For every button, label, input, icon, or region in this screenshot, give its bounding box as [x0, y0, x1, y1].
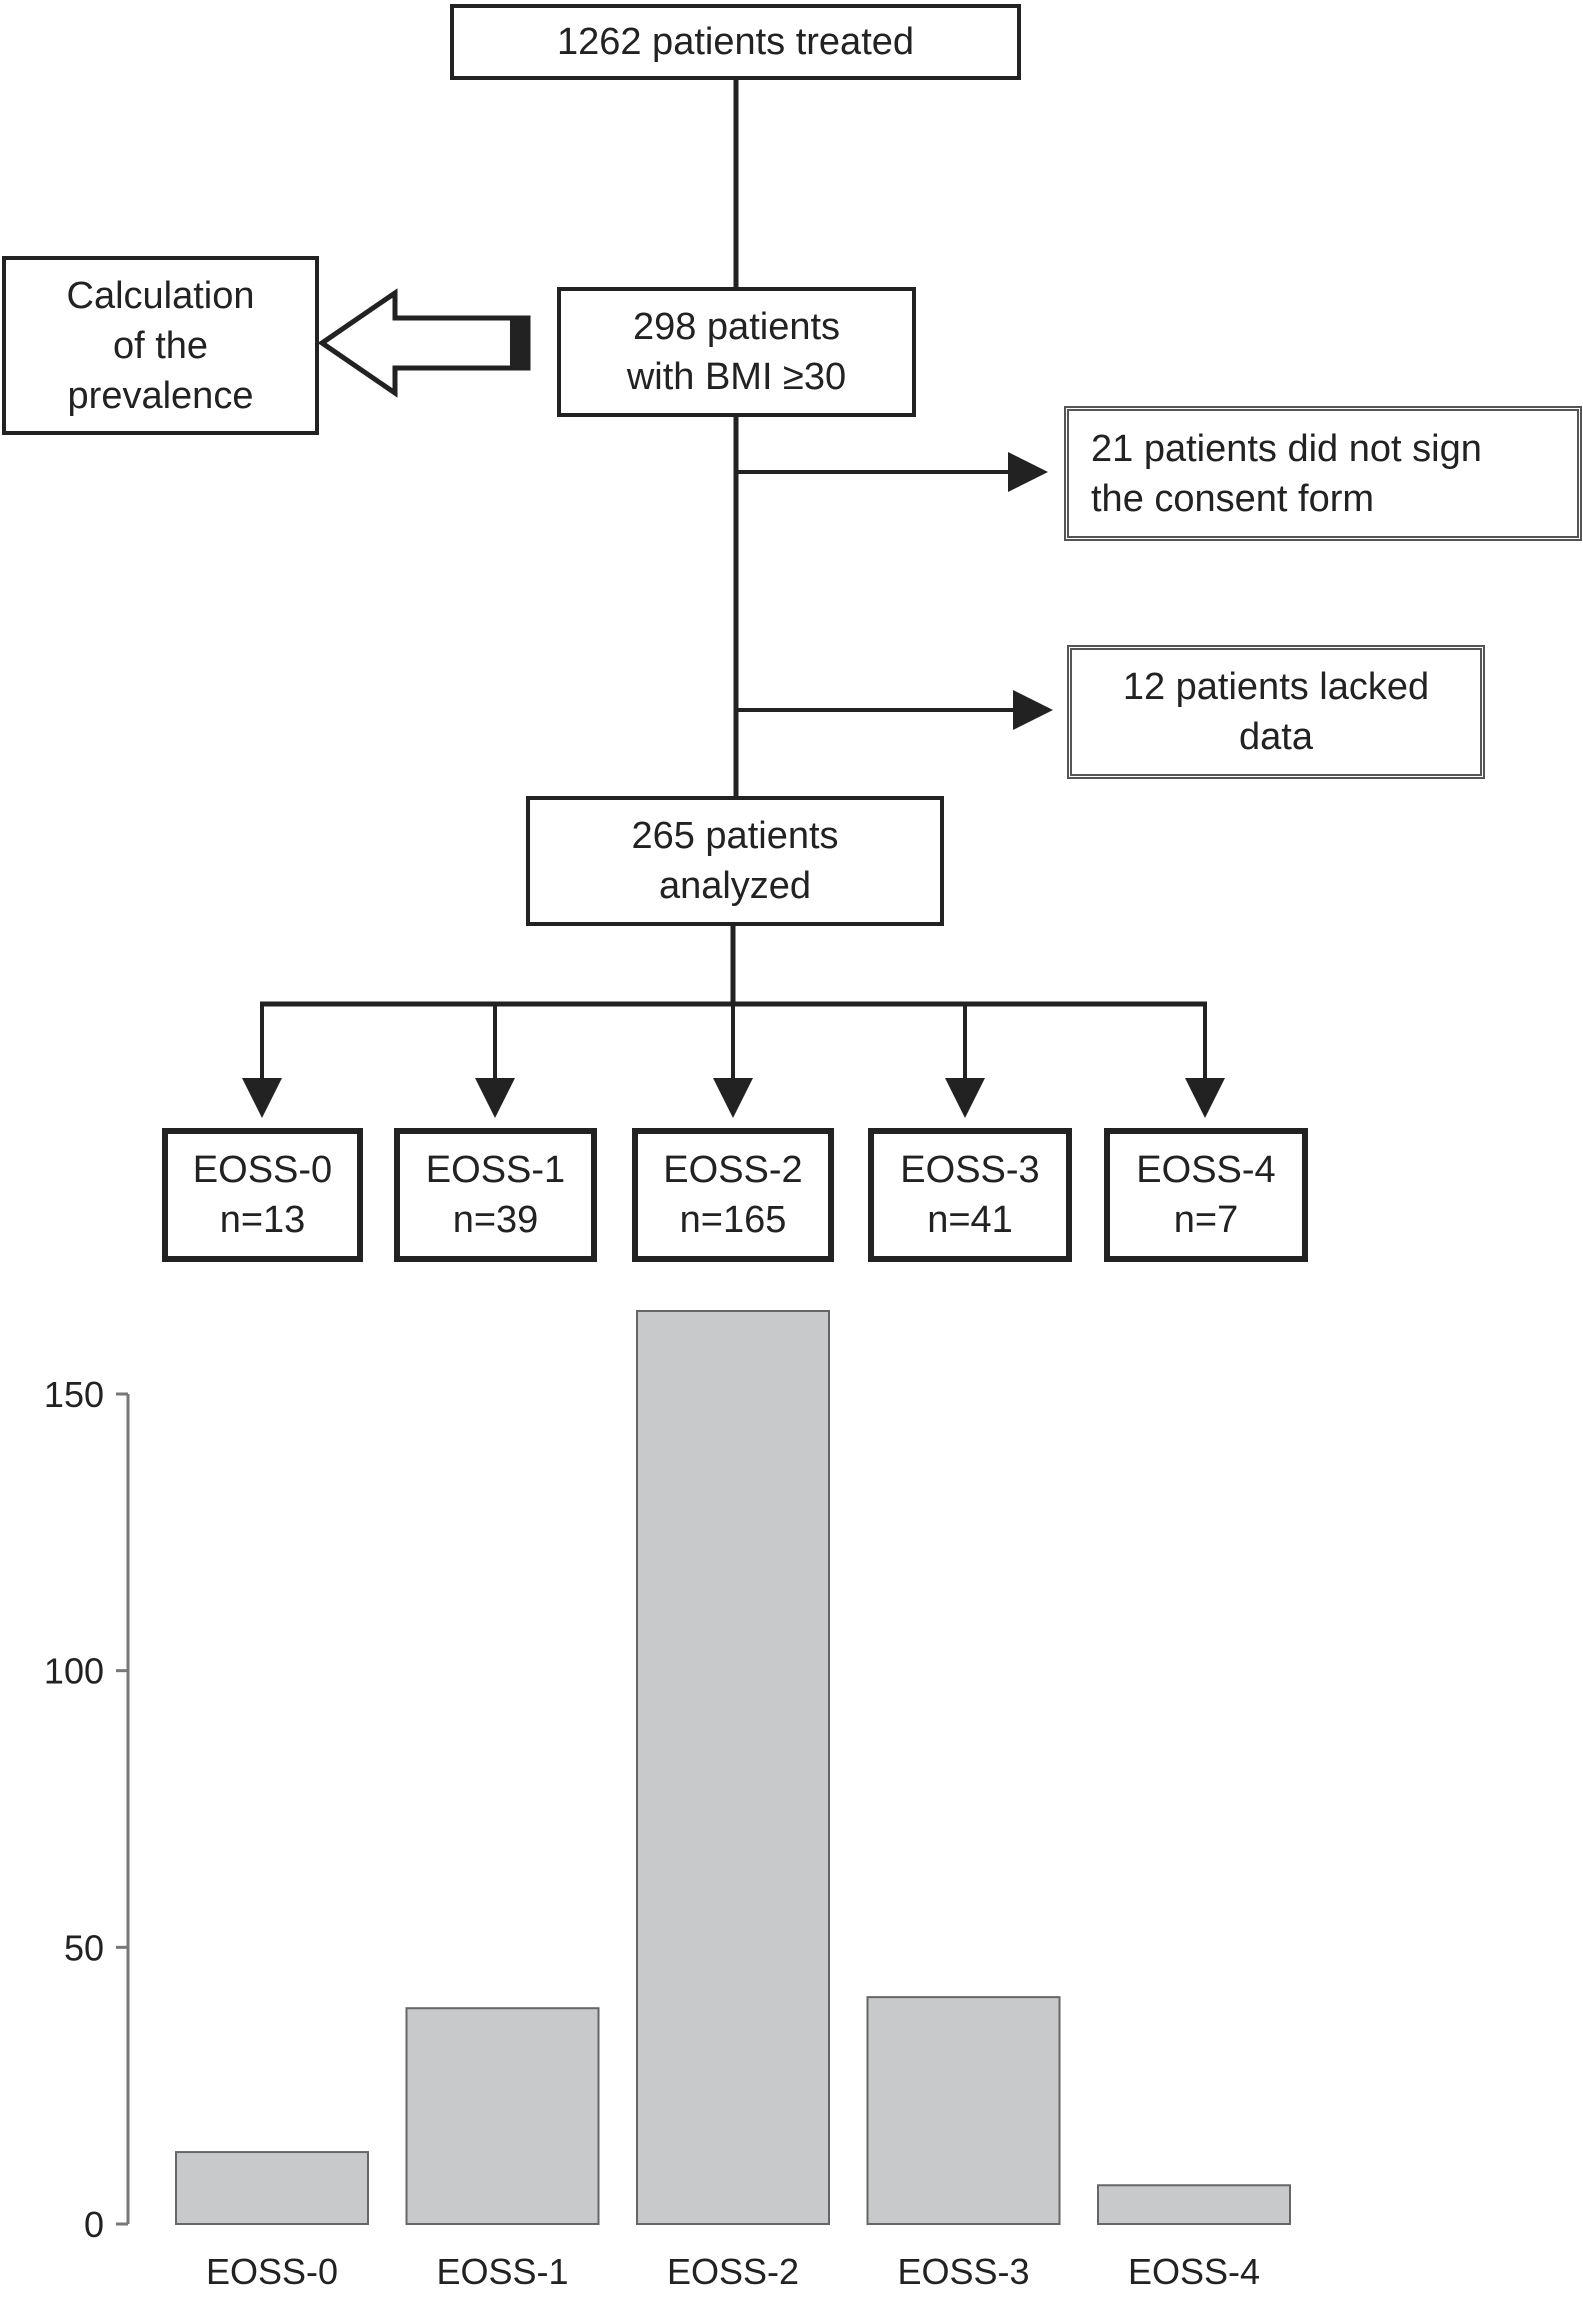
y-tick-label: 0	[84, 2204, 104, 2245]
x-tick-label: EOSS-4	[1128, 2251, 1260, 2292]
y-tick-label: 150	[44, 1374, 104, 1415]
consent-line-2: the consent form	[1091, 477, 1375, 520]
eoss-0-label: EOSS-0	[192, 1149, 333, 1191]
eoss-3-count: n=41	[927, 1199, 1013, 1241]
analyzed-line-1: 265 patients	[631, 815, 839, 857]
flowchart: 1262 patients treated 298 patients with …	[2, 4, 1582, 1262]
x-tick-label: EOSS-1	[436, 2251, 568, 2292]
box-excluded-data: 12 patients lacked data	[1067, 645, 1485, 779]
patients-treated-text: 1262 patients treated	[556, 21, 915, 63]
x-tick-label: EOSS-2	[667, 2251, 799, 2292]
box-analyzed: 265 patients analyzed	[526, 796, 944, 926]
eoss-0-count: n=13	[219, 1199, 306, 1241]
box-prevalence: Calculation of the prevalence	[2, 256, 319, 435]
box-excluded-consent: 21 patients did not sign the consent for…	[1064, 406, 1582, 541]
y-tick-label: 100	[44, 1651, 104, 1692]
box-eoss-4: EOSS-4 n=7	[1104, 1128, 1308, 1262]
eoss-3-label: EOSS-3	[900, 1149, 1040, 1191]
eoss-1-count: n=39	[452, 1199, 539, 1241]
box-eoss-0: EOSS-0 n=13	[162, 1128, 363, 1262]
consent-line-1: 21 patients did not sign	[1091, 427, 1482, 470]
box-eoss-1: EOSS-1 n=39	[394, 1128, 597, 1262]
bar-eoss-4	[1097, 2184, 1291, 2225]
analyzed-line-2: analyzed	[658, 865, 812, 907]
eoss-4-label: EOSS-4	[1136, 1149, 1276, 1191]
prevalence-arrow-tail	[510, 318, 530, 368]
box-bmi-patients: 298 patients with BMI ≥30	[557, 287, 916, 417]
eoss-1-label: EOSS-1	[425, 1149, 566, 1191]
y-tick-label: 50	[64, 1927, 104, 1968]
prevalence-line-2: of the	[112, 324, 209, 367]
bar-eoss-0	[175, 2151, 369, 2225]
lacked-data-line-1: 12 patients lacked	[1122, 666, 1430, 708]
x-tick-label: EOSS-3	[897, 2251, 1029, 2292]
bar-eoss-3	[866, 1996, 1061, 2226]
x-tick-label: EOSS-0	[206, 2251, 338, 2292]
eoss-4-count: n=7	[1173, 1199, 1239, 1241]
flowchart-connectors	[242, 78, 1225, 1118]
bmi-line-2: with BMI ≥30	[626, 356, 847, 398]
prevalence-line-3: prevalence	[67, 374, 254, 417]
bar-eoss-1	[405, 2007, 600, 2226]
eoss-2-label: EOSS-2	[663, 1149, 803, 1191]
bar-eoss-2	[636, 1310, 830, 2225]
eoss-2-count: n=165	[679, 1199, 787, 1241]
box-patients-treated: 1262 patients treated	[450, 4, 1021, 80]
box-eoss-2: EOSS-2 n=165	[632, 1128, 834, 1262]
prevalence-line-1: Calculation	[66, 274, 255, 317]
box-eoss-3: EOSS-3 n=41	[868, 1128, 1072, 1262]
prevalence-arrow	[317, 288, 531, 398]
bmi-line-1: 298 patients	[632, 306, 841, 348]
lacked-data-line-2: data	[1239, 716, 1313, 758]
